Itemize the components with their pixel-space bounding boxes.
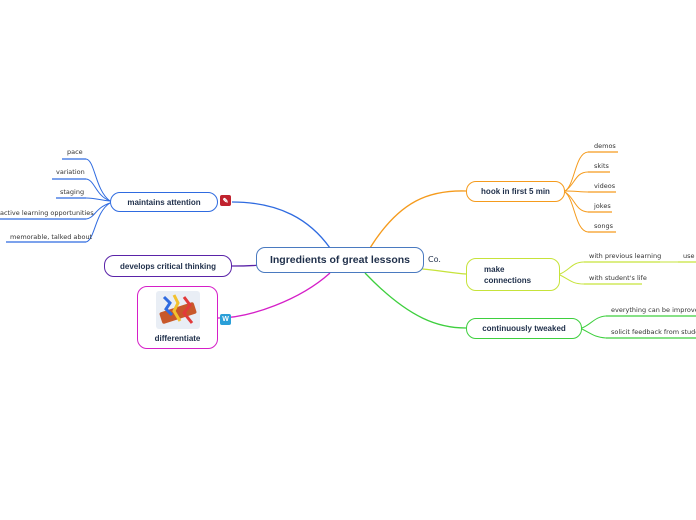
note-icon[interactable]: Co. — [428, 255, 441, 264]
leaf-memorable[interactable]: memorable, talked about — [10, 233, 93, 241]
leaf-staging[interactable]: staging — [60, 188, 85, 196]
branch-hook-label: hook in first 5 min — [481, 187, 550, 196]
leaf-variation[interactable]: variation — [56, 168, 85, 176]
branch-connections-label: make connections — [484, 264, 532, 285]
branch-differentiate-label: differentiate — [154, 334, 201, 343]
branch-tweaked-label: continuously tweaked — [482, 324, 566, 333]
branch-maintains-attention-label: maintains attention — [127, 197, 201, 207]
leaf-solicit-feedback[interactable]: solicit feedback from students — [611, 328, 696, 336]
leaf-pace[interactable]: pace — [67, 148, 83, 156]
puzzle-icon — [156, 291, 200, 329]
link-icon[interactable]: ✎ — [220, 195, 231, 206]
branch-develops-critical-thinking[interactable]: develops critical thinking — [104, 255, 232, 277]
central-topic[interactable]: Ingredients of great lessons — [256, 247, 424, 273]
branch-critical-thinking-label: develops critical thinking — [119, 261, 217, 271]
leaf-videos[interactable]: videos — [594, 182, 616, 190]
leaf-songs[interactable]: songs — [594, 222, 613, 230]
branch-continuously-tweaked[interactable]: continuously tweaked — [466, 318, 582, 339]
word-document-icon[interactable]: W — [220, 314, 231, 325]
central-topic-label: Ingredients of great lessons — [269, 254, 411, 266]
leaf-active-learning[interactable]: active learning opportunities — [0, 209, 94, 217]
leaf-everything-improved[interactable]: everything can be improved — [611, 306, 696, 314]
branch-differentiate[interactable]: differentiate — [137, 286, 218, 349]
leaf-use[interactable]: use — [683, 252, 695, 260]
leaf-demos[interactable]: demos — [594, 142, 616, 150]
leaf-skits[interactable]: skits — [594, 162, 609, 170]
branch-maintains-attention[interactable]: maintains attention — [110, 192, 218, 212]
leaf-jokes[interactable]: jokes — [594, 202, 611, 210]
leaf-students-life[interactable]: with student's life — [589, 274, 647, 282]
branch-hook-first-5-min[interactable]: hook in first 5 min — [466, 181, 565, 202]
branch-make-connections[interactable]: make connections — [466, 258, 560, 291]
leaf-previous-learning[interactable]: with previous learning — [589, 252, 662, 260]
